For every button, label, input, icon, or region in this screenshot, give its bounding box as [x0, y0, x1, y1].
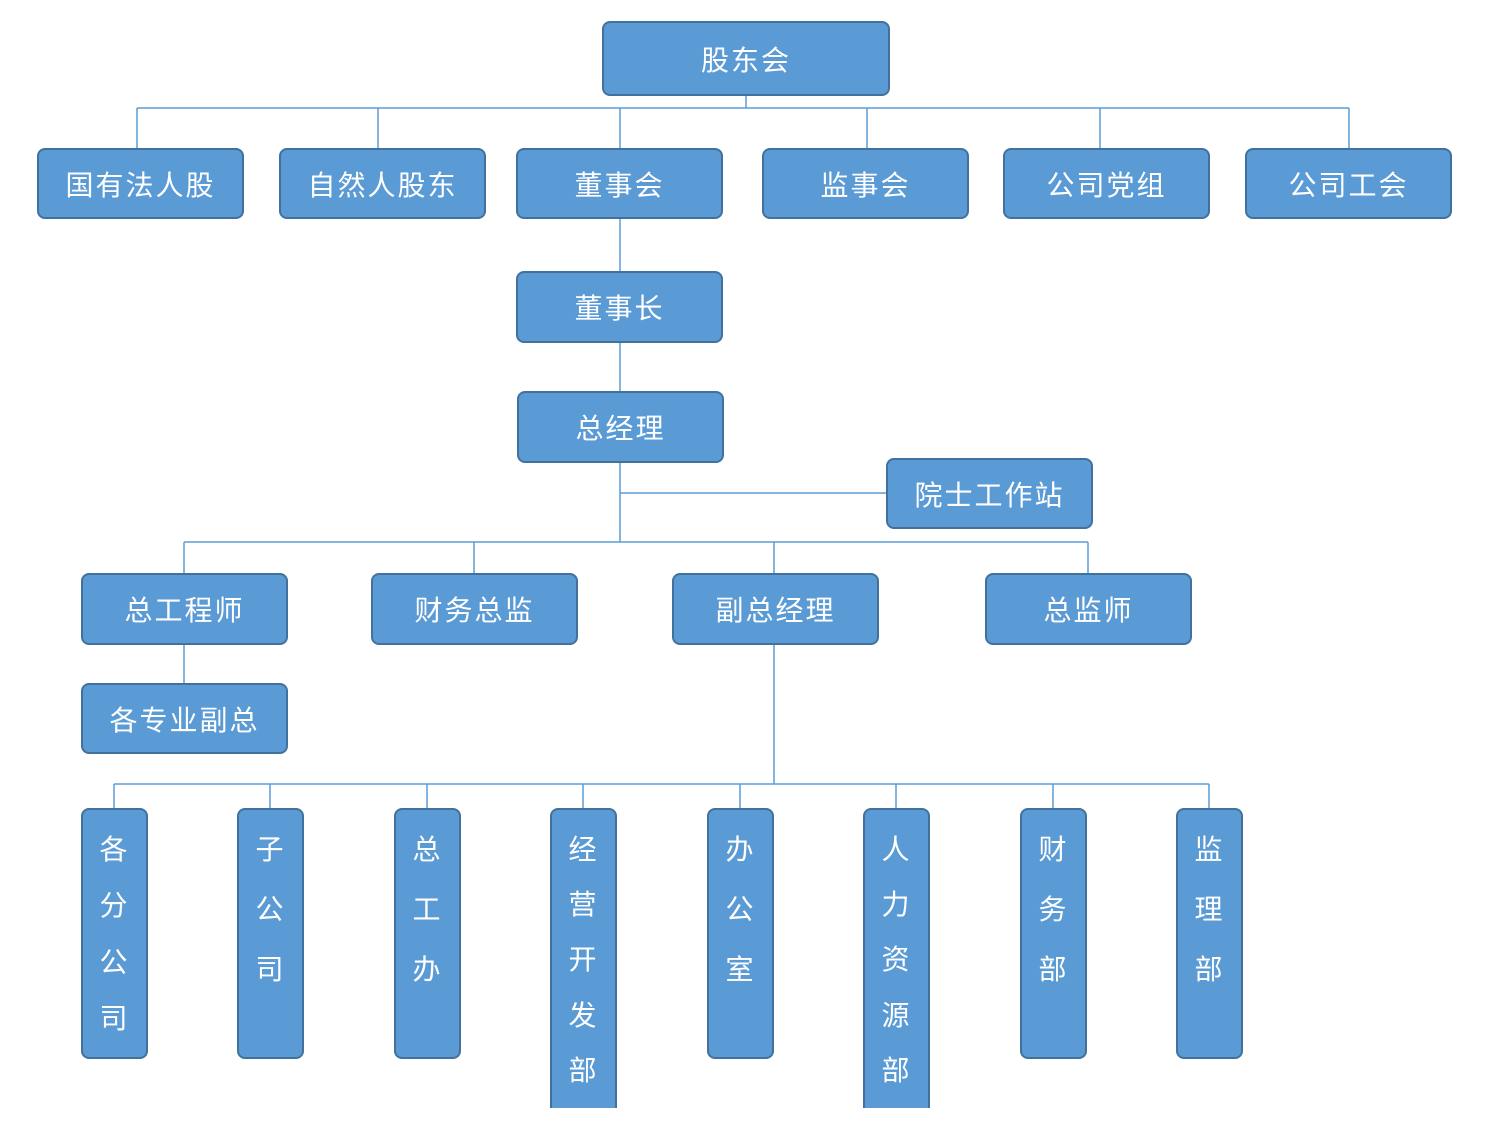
- dept-label-char: 公: [99, 945, 130, 979]
- node-shareholders-meeting: 股东会: [602, 21, 890, 96]
- dept-label-char: 理: [1194, 893, 1225, 926]
- node-dept-business-development: 经营开发部: [550, 808, 617, 1108]
- node-academician-station: 院士工作站: [886, 458, 1093, 529]
- dept-label-char: 部: [568, 1053, 599, 1087]
- node-dept-chief-engineer-office: 总工办: [394, 808, 461, 1059]
- node-cfo: 财务总监: [371, 573, 578, 645]
- node-deputy-general-manager: 副总经理: [672, 573, 879, 645]
- node-dept-subsidiaries: 子公司: [237, 808, 304, 1059]
- dept-label-char: 办: [412, 953, 443, 986]
- dept-label-char: 部: [1194, 953, 1225, 986]
- dept-label-char: 办: [725, 833, 756, 866]
- dept-label-char: 公: [725, 893, 756, 926]
- dept-label-char: 力: [881, 888, 912, 922]
- node-dept-human-resources: 人力资源部: [863, 808, 930, 1108]
- dept-label-char: 子: [255, 833, 286, 866]
- node-chief-engineer: 总工程师: [81, 573, 288, 645]
- node-general-manager: 总经理: [517, 391, 724, 463]
- dept-label-char: 开: [568, 943, 599, 977]
- dept-label-char: 监: [1194, 833, 1225, 866]
- dept-label-char: 发: [568, 998, 599, 1032]
- node-natural-person-shareholders: 自然人股东: [279, 148, 486, 219]
- dept-label-char: 部: [881, 1053, 912, 1087]
- node-specialty-deputies: 各专业副总: [81, 683, 288, 754]
- node-chief-supervisor: 总监师: [985, 573, 1192, 645]
- dept-label-char: 务: [1038, 893, 1069, 926]
- dept-label-char: 各: [99, 833, 130, 866]
- dept-label-char: 资: [881, 943, 912, 977]
- dept-label-char: 室: [725, 953, 756, 986]
- dept-label-char: 司: [99, 1001, 130, 1035]
- dept-label-char: 司: [255, 953, 286, 986]
- node-dept-supervision: 监理部: [1176, 808, 1243, 1059]
- node-dept-office: 办公室: [707, 808, 774, 1059]
- dept-label-char: 总: [412, 833, 443, 866]
- dept-label-char: 部: [1038, 953, 1069, 986]
- dept-label-char: 财: [1038, 833, 1069, 866]
- dept-label-char: 工: [412, 893, 443, 926]
- node-chairman: 董事长: [516, 271, 723, 343]
- node-dept-branches: 各分公司: [81, 808, 148, 1059]
- node-board-of-supervisors: 监事会: [762, 148, 969, 219]
- dept-label-char: 分: [99, 889, 130, 923]
- node-party-group: 公司党组: [1003, 148, 1210, 219]
- node-dept-finance: 财务部: [1020, 808, 1087, 1059]
- node-state-owned-shares: 国有法人股: [37, 148, 244, 219]
- node-board-of-directors: 董事会: [516, 148, 723, 219]
- dept-label-char: 人: [881, 833, 912, 866]
- dept-label-char: 源: [881, 998, 912, 1032]
- dept-label-char: 营: [568, 888, 599, 922]
- dept-label-char: 经: [568, 833, 599, 866]
- node-labor-union: 公司工会: [1245, 148, 1452, 219]
- dept-label-char: 公: [255, 893, 286, 926]
